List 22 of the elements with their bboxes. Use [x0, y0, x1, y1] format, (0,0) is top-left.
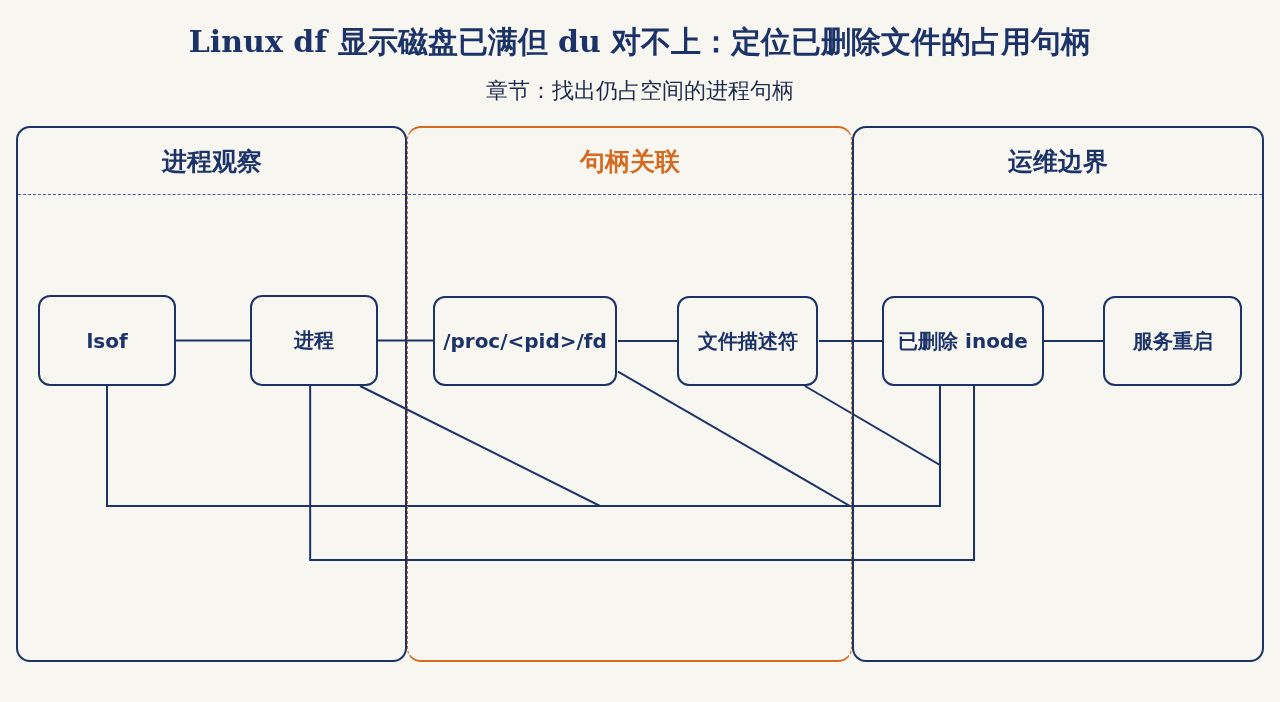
- connector-line: [818, 340, 883, 342]
- connector-line: [617, 340, 679, 342]
- process-box: /proc/<pid>/fd: [433, 296, 617, 386]
- column-panel: [16, 126, 407, 662]
- process-box: 文件描述符: [677, 296, 818, 386]
- column-heading: 进程观察: [161, 145, 262, 178]
- column-heading: 句柄关联: [579, 145, 680, 178]
- process-box: 进程: [250, 295, 378, 386]
- connector-line: [617, 370, 941, 507]
- process-box: 已删除 inode: [882, 296, 1044, 386]
- title: Linux df 显示磁盘已满但 du 对不上：定位已删除文件的占用句柄: [187, 23, 1093, 61]
- connector-line: [309, 385, 975, 561]
- process-box: lsof: [38, 295, 176, 386]
- connector-line: [377, 339, 435, 342]
- connector-line: [175, 339, 251, 342]
- column-panel: [407, 126, 852, 662]
- column-heading: 运维边界: [1008, 145, 1108, 178]
- subtitle: 章节：找出仍占空间的进程句柄: [485, 77, 795, 105]
- connector-line: [1043, 340, 1104, 342]
- process-box: 服务重启: [1103, 296, 1242, 386]
- connector-line: [803, 385, 941, 467]
- column-panel: [852, 126, 1264, 662]
